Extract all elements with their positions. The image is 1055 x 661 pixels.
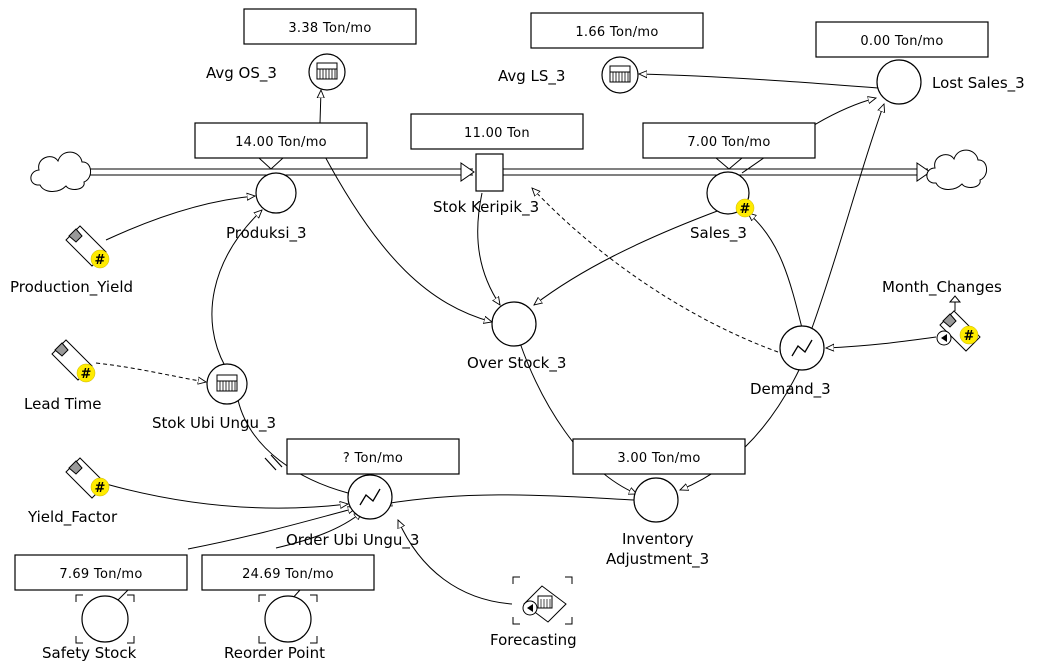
lost-sales-node[interactable] xyxy=(876,59,922,105)
production-yield-constant[interactable]: # xyxy=(65,225,110,269)
produksi-value-box: 14.00 Ton/mo xyxy=(194,122,368,159)
svg-text:1.66 Ton/mo: 1.66 Ton/mo xyxy=(575,25,658,40)
produksi-label: Produksi_3 xyxy=(226,224,307,243)
produksi-valve-icon xyxy=(257,157,285,170)
svg-text:3.38 Ton/mo: 3.38 Ton/mo xyxy=(288,21,371,36)
avg-os-node[interactable] xyxy=(308,53,346,91)
avg-ls-value-box: 1.66 Ton/mo xyxy=(530,12,704,49)
lead-time-label: Lead Time xyxy=(24,395,102,413)
sink-cloud-icon xyxy=(926,149,987,190)
table-icon xyxy=(609,65,631,83)
stok-ubi-ungu-label: Stok Ubi Ungu_3 xyxy=(152,414,276,433)
reorder-point-value-box: 24.69 Ton/mo xyxy=(201,554,375,591)
svg-text:#: # xyxy=(81,367,92,382)
sales-hash-icon: # xyxy=(735,198,755,218)
order-ubi-ungu-value-box: ? Ton/mo xyxy=(286,438,460,475)
yield-factor-constant[interactable]: # xyxy=(65,457,110,499)
forecasting-label: Forecasting xyxy=(490,631,577,649)
sales-value-box: 7.00 Ton/mo xyxy=(642,122,816,159)
material-flow-pipe xyxy=(82,162,931,182)
svg-text:7.69 Ton/mo: 7.69 Ton/mo xyxy=(59,567,142,582)
avg-ls-label: Avg LS_3 xyxy=(498,67,565,86)
svg-text:#: # xyxy=(964,329,975,344)
stok-keripik-value-box: 11.00 Ton xyxy=(410,113,584,150)
svg-text:11.00 Ton: 11.00 Ton xyxy=(464,126,530,141)
yield-factor-label: Yield_Factor xyxy=(27,508,118,527)
lead-time-constant[interactable]: # xyxy=(51,339,96,383)
reorder-point-node[interactable] xyxy=(258,594,318,644)
lost-sales-value-box: 0.00 Ton/mo xyxy=(815,21,989,58)
safety-stock-node[interactable] xyxy=(75,594,135,644)
avg-os-value-box: 3.38 Ton/mo xyxy=(243,8,417,45)
inventory-adjustment-node[interactable] xyxy=(633,477,679,523)
over-stock-node[interactable] xyxy=(491,301,537,347)
svg-text:14.00 Ton/mo: 14.00 Ton/mo xyxy=(235,135,327,150)
svg-text:? Ton/mo: ? Ton/mo xyxy=(343,451,403,466)
svg-text:24.69 Ton/mo: 24.69 Ton/mo xyxy=(242,567,334,582)
graph-icon xyxy=(359,488,381,506)
stok-ubi-ungu-node[interactable] xyxy=(206,363,248,405)
lost-sales-label: Lost Sales_3 xyxy=(932,74,1025,93)
avg-ls-node[interactable] xyxy=(601,56,639,94)
avg-os-label: Avg OS_3 xyxy=(206,64,277,83)
reorder-point-label: Reorder Point xyxy=(224,644,325,661)
safety-stock-value-box: 7.69 Ton/mo xyxy=(14,554,188,591)
inventory-adjustment-value-box: 3.00 Ton/mo xyxy=(572,438,746,475)
produksi-node[interactable] xyxy=(255,172,297,214)
svg-text:3.00 Ton/mo: 3.00 Ton/mo xyxy=(617,451,700,466)
demand-node[interactable] xyxy=(779,325,825,371)
sales-valve-icon xyxy=(714,157,744,170)
order-ubi-ungu-label: Order Ubi Ungu_3 xyxy=(286,531,419,550)
svg-text:#: # xyxy=(740,202,751,217)
production-yield-label: Production_Yield xyxy=(10,278,133,297)
graph-icon xyxy=(791,339,813,357)
month-changes-label: Month_Changes xyxy=(882,278,1002,297)
demand-label: Demand_3 xyxy=(750,380,831,399)
svg-text:7.00 Ton/mo: 7.00 Ton/mo xyxy=(687,135,770,150)
svg-text:0.00 Ton/mo: 0.00 Ton/mo xyxy=(860,34,943,49)
table-icon xyxy=(316,62,338,80)
inventory-adjustment-label-line2: Adjustment_3 xyxy=(606,550,709,569)
svg-text:#: # xyxy=(95,481,106,496)
connectors xyxy=(95,74,937,605)
safety-stock-label: Safety Stock xyxy=(42,644,137,661)
table-icon xyxy=(216,374,238,392)
stok-keripik-label: Stok Keripik_3 xyxy=(433,198,539,217)
source-cloud-icon xyxy=(30,151,91,192)
order-ubi-ungu-node[interactable] xyxy=(347,474,393,520)
forecasting-node[interactable] xyxy=(512,576,573,625)
over-stock-label: Over Stock_3 xyxy=(467,354,566,373)
month-changes-constant[interactable]: # xyxy=(936,295,981,352)
sales-label: Sales_3 xyxy=(690,224,747,243)
svg-text:#: # xyxy=(95,253,106,268)
stok-keripik-stock[interactable] xyxy=(475,153,504,192)
inventory-adjustment-label-line1: Inventory xyxy=(622,530,694,548)
